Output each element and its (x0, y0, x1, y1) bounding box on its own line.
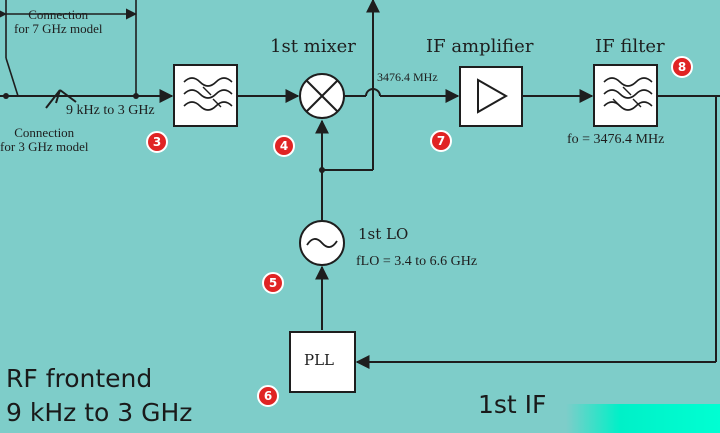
if-filter-center-frequency: fo = 3476.4 MHz (567, 132, 665, 147)
junction-dot (133, 93, 139, 99)
junction-dot (319, 167, 325, 173)
mixer-output-frequency: 3476.4 MHz (377, 70, 438, 84)
three-ghz-connection-label: Connection for 3 GHz model (0, 125, 89, 155)
highlight-glow (566, 404, 720, 433)
badge-7: 7 (430, 130, 452, 152)
pll-block (289, 331, 356, 393)
mixer-symbol (299, 73, 345, 119)
badge-6: 6 (257, 385, 279, 407)
section-title: RF frontend (6, 364, 153, 393)
if-amplifier-title: IF amplifier (426, 36, 534, 57)
input-signal-line (0, 89, 174, 109)
input-range-label: 9 kHz to 3 GHz (66, 103, 155, 118)
section-range: 9 kHz to 3 GHz (6, 398, 193, 427)
if-amplifier-symbol (459, 66, 523, 127)
badge-8: 8 (671, 56, 693, 78)
input-lowpass-filter (173, 64, 238, 127)
badge-5: 5 (262, 272, 284, 294)
first-if-label: 1st IF (478, 390, 547, 419)
badge-4: 4 (273, 135, 295, 157)
seven-ghz-path-wire (322, 0, 380, 171)
lo-title: 1st LO (358, 225, 409, 243)
if-filter-title: IF filter (595, 36, 665, 57)
badge-3: 3 (146, 131, 168, 153)
seven-ghz-connection-label: Connection for 7 GHz model (14, 7, 103, 37)
seven-ghz-connection-bracket (0, 0, 138, 97)
mixer-title: 1st mixer (270, 36, 356, 57)
junction-dot (3, 93, 9, 99)
if-feedback-line (355, 96, 717, 369)
lo-oscillator-symbol (299, 220, 345, 266)
if-bandpass-filter (593, 64, 658, 127)
lo-frequency-range: fLO = 3.4 to 6.6 GHz (356, 254, 478, 269)
pll-label: PLL (304, 351, 335, 369)
mixer-output-line (344, 88, 460, 103)
